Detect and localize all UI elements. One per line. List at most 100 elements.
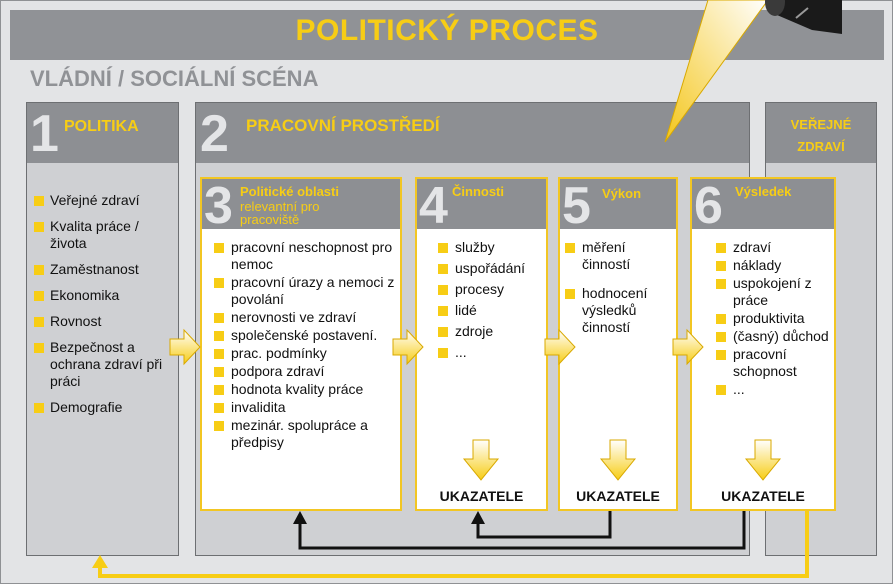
box-performance-number: 5 [562,177,591,235]
list-item: uspořádání [438,260,546,277]
flashlight-icon [765,0,842,34]
arrow-right-icon [672,328,704,366]
box-policy-areas [200,177,402,511]
bullet-square [214,349,224,359]
bullet-square [214,367,224,377]
bullet-square [34,403,44,413]
bullet-square [34,265,44,275]
list-item: nerovnosti ve zdraví [214,309,398,326]
arrow-up-icon [92,555,108,568]
indicators-label: UKAZATELE [721,488,805,504]
list-item: Zaměstnanost [34,261,174,278]
list-item: produktivita [716,310,832,327]
bullet-square [214,421,224,431]
bullet-square [34,222,44,232]
light-beam [664,0,769,143]
list-item: invalidita [214,399,398,416]
box-policy-areas-title: Politické oblasti [240,184,339,199]
list-item: hodnota kvality práce [214,381,398,398]
list-item: ... [716,381,832,398]
box-outcome-number: 6 [694,177,723,235]
indicators-label: UKAZATELE [439,488,524,504]
arrow-down-icon [462,439,500,481]
arrow-right-icon [392,328,424,366]
arrow-down-icon [599,439,637,481]
box-policy-areas-header [202,179,400,229]
page-title: POLITICKÝ PROCES [295,14,599,47]
politika-number: 1 [30,105,59,163]
arrow-right-icon [544,328,576,366]
box-activities-title: Činnosti [452,184,504,199]
box-outcome-header [692,179,834,229]
prostredi-number: 2 [200,105,229,163]
bullet-square [34,291,44,301]
bullet-square [565,289,575,299]
indicators-label: UKAZATELE [576,488,660,504]
politika-list: Veřejné zdraví Kvalita práce / života Za… [34,192,174,425]
list-item: Bezpečnost a ochrana zdraví při práci [34,339,174,390]
verejne-label-line2: ZDRAVÍ [797,139,845,154]
politika-column [26,102,179,556]
list-item: Veřejné zdraví [34,192,174,209]
scene-subtitle: VLÁDNÍ / SOCIÁLNÍ SCÉNA [30,66,319,91]
list-item: Kvalita práce / života [34,218,174,252]
list-item: hodnocení výsledků činností [565,285,673,336]
bullet-square [214,278,224,288]
politika-header [27,103,178,163]
box-policy-areas-subtitle: relevantní pro pracoviště [240,199,320,227]
bullet-square [438,285,448,295]
bullet-square [716,314,726,324]
list-item: zdroje [438,323,546,340]
list-item: pracovní neschopnost pro nemoc [214,239,398,273]
arrow-down-icon [744,439,782,481]
arrow-up-icon [471,511,485,524]
bullet-square [438,327,448,337]
verejne-label: VEŘEJNÉ ZDRAVÍ [766,114,876,158]
verejne-label-line1: VEŘEJNÉ [790,117,852,132]
bullet-square [438,306,448,316]
list-item: mezinár. spolupráce a předpisy [214,417,398,451]
feedback-line-yellow [98,511,809,578]
list-item: (časný) důchod [716,328,832,345]
list-item: Demografie [34,399,174,416]
box-activities-header [417,179,546,229]
list-item: lidé [438,302,546,319]
list-item: měření činností [565,239,673,273]
box-activities-number: 4 [419,177,448,235]
list-item: podpora zdraví [214,363,398,380]
bullet-square [34,196,44,206]
performance-list: měření činností hodnocení výsledků činno… [565,239,673,340]
list-item: služby [438,239,546,256]
list-item: prac. podmínky [214,345,398,362]
bullet-square [214,403,224,413]
box-performance-title: Výkon [602,186,642,201]
bullet-square [438,264,448,274]
bullet-square [34,343,44,353]
activities-list: služby uspořádání procesy lidé zdroje ..… [438,239,546,365]
bullet-square [565,243,575,253]
verejne-header [766,103,876,163]
bullet-square [716,279,726,289]
bullet-square [716,261,726,271]
list-item: pracovní schopnost [716,346,832,380]
bullet-square [214,243,224,253]
list-item: uspokojení z práce [716,275,832,309]
bullet-square [438,243,448,253]
bullet-square [438,348,448,358]
bullet-square [716,243,726,253]
list-item: společenské postavení. [214,327,398,344]
list-item: náklady [716,257,832,274]
list-item: procesy [438,281,546,298]
bullet-square [716,332,726,342]
bullet-square [716,385,726,395]
outcome-list: zdraví náklady uspokojení z práce produk… [716,239,832,399]
bullet-square [214,385,224,395]
bullet-square [34,317,44,327]
list-item: zdraví [716,239,832,256]
box-performance-header [560,179,676,229]
politika-label: POLITIKA [64,118,139,135]
prostredi-header [196,103,749,163]
list-item: Ekonomika [34,287,174,304]
list-item: pracovní úrazy a nemoci z povolání [214,274,398,308]
